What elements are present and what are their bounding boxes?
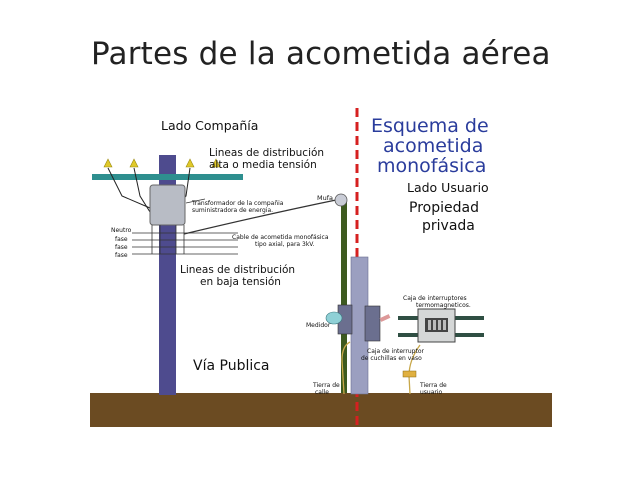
ground-strip xyxy=(90,393,552,427)
breaker-box-label-line2: termomagneticos. xyxy=(416,302,471,309)
service-mast xyxy=(341,202,347,393)
dist-lines-high-line1: Lineas de distribución xyxy=(209,147,324,159)
public-way-label: Vía Publica xyxy=(193,358,270,374)
transformer-label-line1: Transformador de la compañia xyxy=(191,200,284,207)
dist-lines-low-line1: Lineas de distribución xyxy=(180,264,295,276)
neutral-label: Neutro xyxy=(111,227,132,234)
phase-label-1: fase xyxy=(115,236,128,243)
knife-box-label-line2: de cuchillas en vaso xyxy=(361,355,422,362)
cable-label-line2: tipo axial, para 3kV. xyxy=(255,241,315,248)
transformer xyxy=(149,184,186,226)
breaker-switches xyxy=(428,320,446,330)
knife-switch-box xyxy=(364,305,381,342)
knife-box-label-line1: Caja de interruptor xyxy=(367,348,425,355)
slide-title: Partes de la acometida aérea xyxy=(91,36,551,72)
meter-label: Medidor xyxy=(306,322,331,329)
street-ground-label-line1: Tierra de xyxy=(312,382,340,389)
scheme-title-line3: monofásica xyxy=(377,155,486,177)
crossarm xyxy=(92,174,243,180)
scheme-title-line2: acometida xyxy=(383,135,483,157)
phase-label-2: fase xyxy=(115,244,128,251)
conduit-link xyxy=(379,314,391,322)
street-ground-wire xyxy=(341,341,351,395)
cable-label-line1: Cable de acometida monofásica xyxy=(232,234,329,241)
private-property-line1: Propiedad xyxy=(409,200,479,216)
mufa-label: Mufa xyxy=(317,194,333,202)
street-ground-label-line2: calle xyxy=(315,389,329,396)
meter xyxy=(325,311,343,325)
private-property-line2: privada xyxy=(422,218,475,234)
user-ground-label-line1: Tierra de xyxy=(419,382,447,389)
dist-lines-high-line2: alta o media tensión xyxy=(209,159,317,171)
service-drop-cable xyxy=(183,199,337,235)
breaker-box-label-line1: Caja de interruptores xyxy=(403,295,467,302)
company-side-label: Lado Compañía xyxy=(161,118,258,133)
low-voltage-wires xyxy=(132,225,238,255)
user-ground-label-line2: usuario xyxy=(420,389,443,396)
dist-lines-low-line2: en baja tensión xyxy=(200,276,281,288)
insulator-icons xyxy=(103,158,221,168)
phase-label-3: fase xyxy=(115,252,128,259)
user-side-label: Lado Usuario xyxy=(407,180,489,195)
scheme-title-line1: Esquema de xyxy=(371,115,489,137)
ground-clamp xyxy=(402,370,417,378)
transformer-label-line2: suministradora de energia. xyxy=(192,207,273,214)
mufa xyxy=(334,193,348,207)
